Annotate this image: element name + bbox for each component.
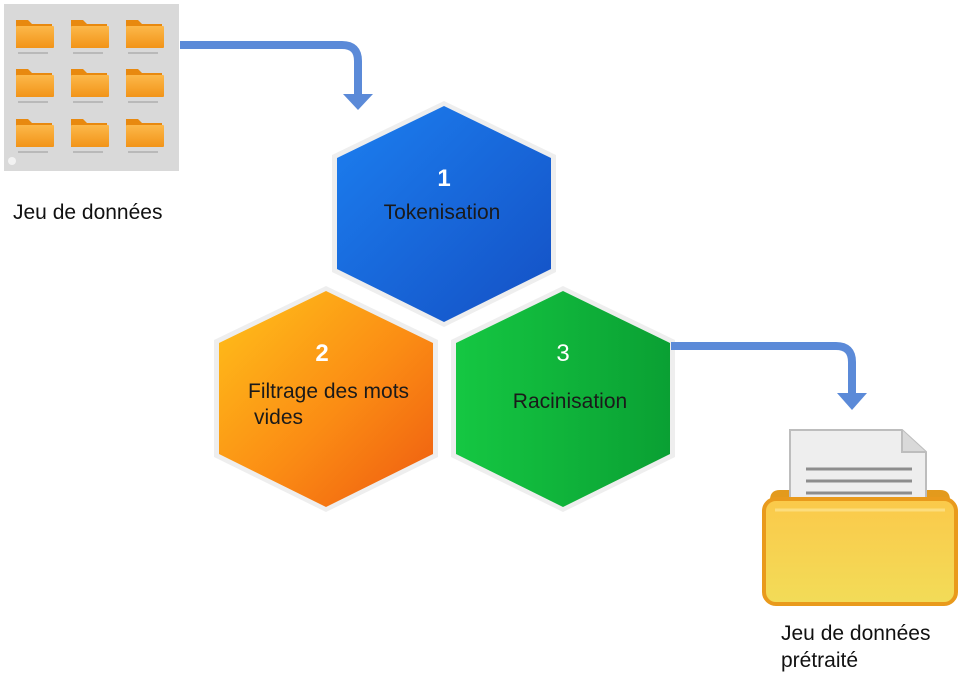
arrow-dataset-to-tokenisation [180, 41, 373, 110]
step-1-label: Tokenisation [384, 201, 501, 224]
step-1-number: 1 [437, 165, 450, 192]
output-dataset-label-line2: prétraité [781, 649, 859, 672]
output-dataset-label-line1: Jeu de données [781, 622, 931, 645]
step-2-hexagon: 2 Filtrage des mots vides [214, 286, 438, 512]
step-1-hexagon: 1 Tokenisation [332, 101, 556, 327]
step-2-label-line2: vides [254, 406, 303, 429]
step-3-number: 3 [556, 340, 569, 367]
arrow-racinisation-to-output [671, 342, 867, 410]
source-dataset-label: Jeu de données [13, 201, 163, 224]
step-2-number: 2 [315, 340, 328, 367]
step-3-hexagon: 3 Racinisation [451, 286, 675, 512]
preprocessed-document-folder-icon [762, 429, 958, 606]
step-2-label-line1: Filtrage des mots [248, 380, 409, 403]
step-3-label: Racinisation [513, 390, 627, 413]
dataset-folder-grid-icon [4, 4, 179, 171]
